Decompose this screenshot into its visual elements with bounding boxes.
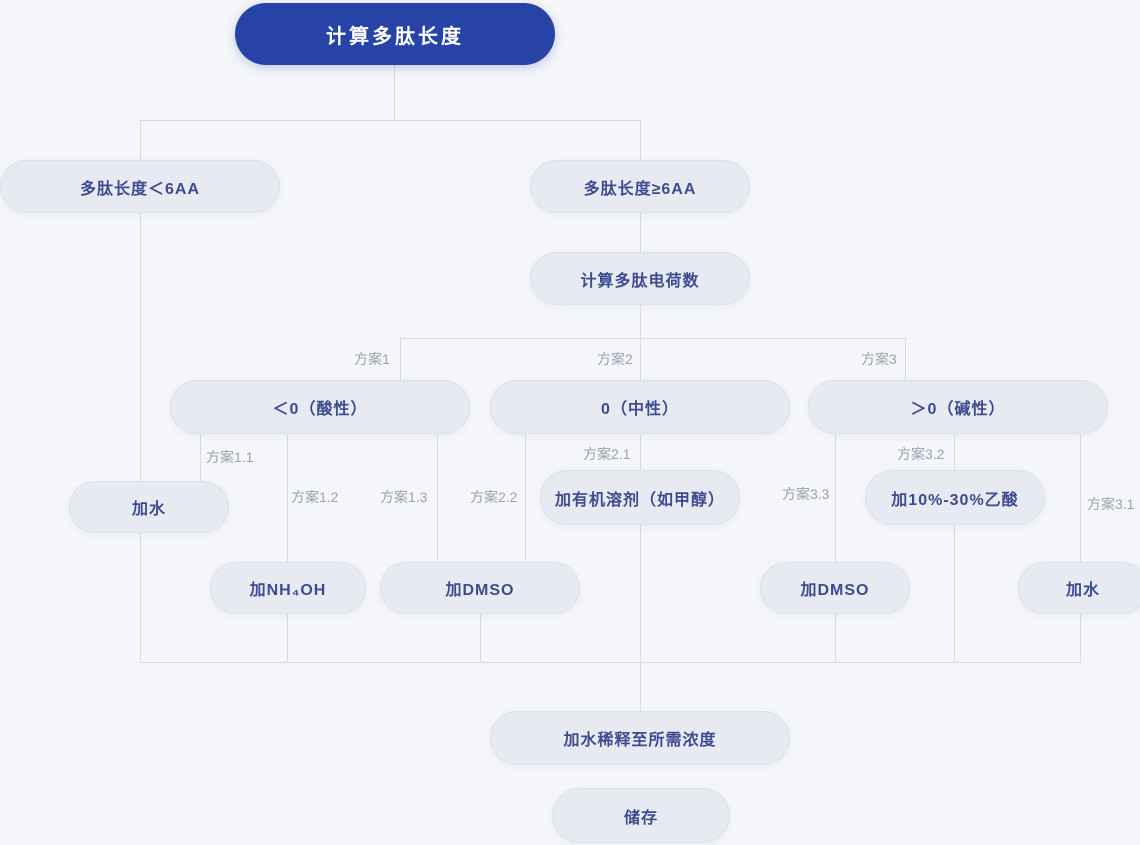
connector-plan2-1 bbox=[640, 433, 641, 473]
plan-label-1-1: 方案1.1 bbox=[206, 449, 254, 465]
connector-organic-down bbox=[640, 524, 641, 712]
node-store: 储存 bbox=[552, 788, 730, 843]
node-add-organic-solvent: 加有机溶剂（如甲醇） bbox=[540, 470, 740, 525]
node-length-ge-6aa: 多肽长度≥6AA bbox=[530, 160, 750, 213]
connector-nh4oh-down bbox=[287, 613, 288, 663]
plan-label-3-1: 方案3.1 bbox=[1087, 496, 1135, 512]
connector-water-right-down bbox=[1080, 613, 1081, 663]
plan-label-3-3: 方案3.3 bbox=[782, 486, 830, 502]
plan-label-3-2: 方案3.2 bbox=[897, 446, 945, 462]
node-dilute-with-water: 加水稀释至所需浓度 bbox=[490, 711, 790, 765]
node-calc-peptide-charge: 计算多肽电荷数 bbox=[530, 252, 750, 305]
plan-label-2-1: 方案2.1 bbox=[583, 446, 631, 462]
node-length-lt-6aa: 多肽长度＜6AA bbox=[0, 160, 280, 213]
connector-root-down bbox=[394, 63, 395, 121]
node-add-nh4oh: 加NH₄OH bbox=[210, 562, 366, 614]
connector-plan3-1 bbox=[1080, 433, 1081, 564]
connector-plan1-2 bbox=[287, 433, 288, 564]
connector-ge6-top bbox=[640, 120, 641, 162]
connector-plan1-1 bbox=[200, 433, 201, 483]
plan-label-2-2: 方案2.2 bbox=[470, 489, 518, 505]
plan-label-1: 方案1 bbox=[354, 351, 390, 367]
connector-lt6-top bbox=[140, 120, 141, 162]
connector-top-horizontal bbox=[140, 120, 641, 121]
connector-plan2-down bbox=[640, 338, 641, 382]
connector-plan1-down bbox=[400, 338, 401, 382]
connector-lt6-long-down bbox=[140, 212, 141, 663]
connector-dmso-left-down bbox=[480, 613, 481, 663]
node-add-water-left: 加水 bbox=[69, 481, 229, 533]
node-calc-peptide-length: 计算多肽长度 bbox=[235, 3, 555, 65]
connector-plan2-2 bbox=[525, 433, 526, 564]
node-charge-neutral: 0（中性） bbox=[490, 380, 790, 434]
connector-plan3-3 bbox=[835, 433, 836, 564]
node-add-acetic-acid: 加10%-30%乙酸 bbox=[865, 470, 1045, 525]
plan-label-2: 方案2 bbox=[597, 351, 633, 367]
connector-charge-down bbox=[640, 304, 641, 339]
plan-label-1-3: 方案1.3 bbox=[380, 489, 428, 505]
node-charge-acidic: ＜0（酸性） bbox=[170, 380, 470, 434]
connector-bottom-horizontal bbox=[140, 662, 1081, 663]
connector-ge6-to-charge bbox=[640, 212, 641, 253]
node-charge-basic: ＞0（碱性） bbox=[808, 380, 1108, 434]
connector-plan3-2 bbox=[954, 433, 955, 473]
connector-dmso-right-down bbox=[835, 613, 836, 663]
connector-plan1-3 bbox=[437, 433, 438, 564]
node-add-dmso-right: 加DMSO bbox=[760, 562, 910, 614]
connector-acetic-down bbox=[954, 524, 955, 663]
connector-plan-horizontal bbox=[400, 338, 906, 339]
plan-label-1-2: 方案1.2 bbox=[291, 489, 339, 505]
plan-label-3: 方案3 bbox=[861, 351, 897, 367]
connector-plan3-down bbox=[905, 338, 906, 382]
node-add-dmso-left: 加DMSO bbox=[380, 562, 580, 614]
node-add-water-right: 加水 bbox=[1018, 562, 1140, 614]
